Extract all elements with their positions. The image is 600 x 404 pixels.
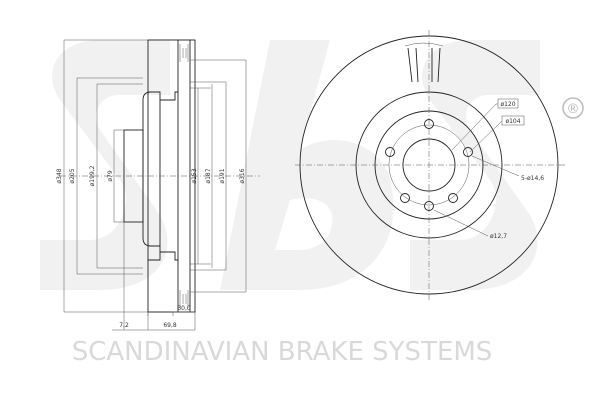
dim-d187: ø187 (205, 168, 212, 183)
svg-text:®: ® (567, 102, 580, 117)
dim-d348: ø348 (56, 168, 63, 183)
dim-d153: ø153 (191, 168, 198, 183)
side-view: ø348 ø205 ø199,2 ø79 ø153 ø187 ø191 ø316… (56, 39, 260, 331)
front-view: ø120 ø104 5-ø14,6 ø12,7 (295, 30, 565, 300)
dim-height: 69,8 (163, 322, 177, 329)
dim-d199: ø199,2 (89, 165, 96, 186)
label-hole-127: ø12,7 (490, 233, 507, 240)
label-pcd-120: ø120 (500, 101, 515, 108)
label-pcd-104: ø104 (505, 118, 520, 125)
dim-d191: ø191 (219, 168, 226, 183)
dim-d79: ø79 (107, 170, 114, 181)
registered-mark: ® (562, 97, 584, 119)
label-bolt-holes: 5-ø14,6 (521, 175, 544, 182)
company-wordmark: SCANDINAVIAN BRAKE SYSTEMS (72, 337, 493, 367)
dim-d316: ø316 (239, 168, 246, 183)
dim-thickness: 30,0 (177, 305, 191, 312)
dim-d205: ø205 (69, 168, 76, 183)
dim-offset: 7,2 (119, 322, 129, 329)
